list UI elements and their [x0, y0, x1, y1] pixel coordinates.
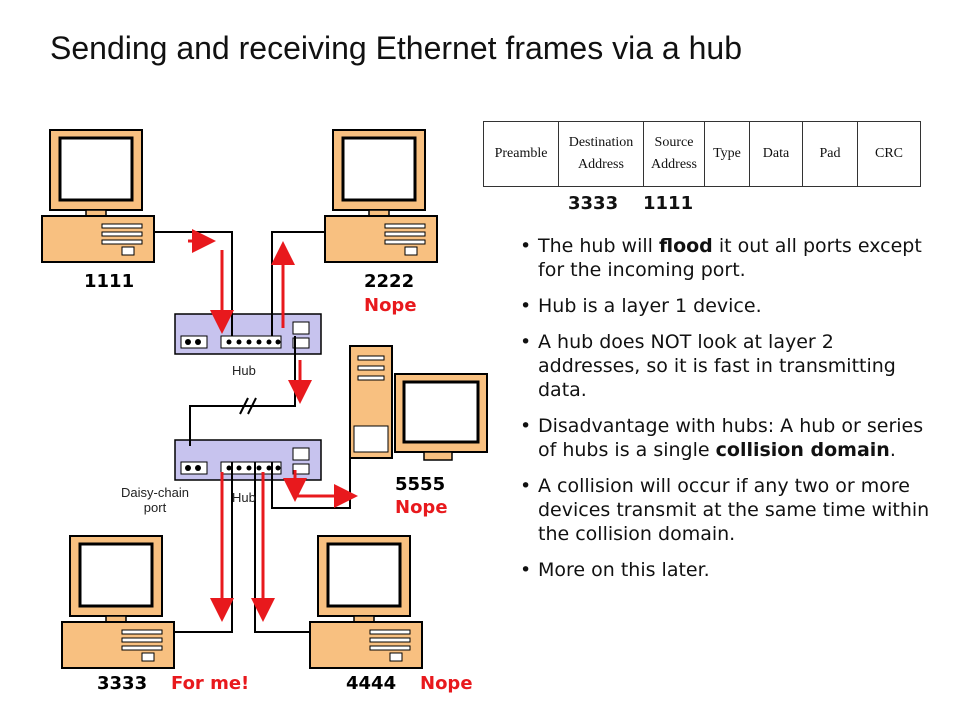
host-status-3333: For me!	[171, 673, 250, 694]
host-address-3333: 3333	[97, 673, 148, 694]
computer-3333	[60, 534, 176, 670]
computer-2222	[323, 128, 439, 264]
computer-5555	[349, 345, 488, 461]
host-status-4444: Nope	[420, 673, 473, 694]
page-title: Sending and receiving Ethernet frames vi…	[50, 30, 742, 66]
hub-bottom	[174, 439, 322, 481]
frame-source-value: 1111	[643, 193, 694, 214]
frame-field-type: Type	[705, 122, 750, 186]
hub-top-label: Hub	[232, 363, 256, 378]
frame-field-data: Data	[750, 122, 803, 186]
host-address-5555: 5555	[395, 474, 446, 495]
frame-field-crc: CRC	[874, 146, 903, 161]
bullet-item: Hub is a layer 1 device.	[520, 294, 936, 318]
host-status-5555: Nope	[395, 497, 448, 518]
host-address-1111: 1111	[84, 271, 135, 292]
cables	[155, 231, 351, 633]
host-address-4444: 4444	[346, 673, 397, 694]
explanation-bullets: The hub will flood it out all ports exce…	[520, 234, 936, 594]
frame-flow-arrows	[188, 229, 358, 622]
bullet-item: The hub will flood it out all ports exce…	[520, 234, 936, 282]
frame-field-pad: Pad	[803, 122, 858, 186]
bullet-item: More on this later.	[520, 558, 936, 582]
bullet-item: A hub does NOT look at layer 2 addresses…	[520, 330, 936, 402]
bullet-item: A collision will occur if any two or mor…	[520, 474, 936, 546]
host-status-2222: Nope	[364, 295, 417, 316]
frame-field-preamble: Preamble	[484, 122, 559, 186]
bullet-item: Disadvantage with hubs: A hub or series …	[520, 414, 936, 462]
cable-break-icon	[239, 397, 257, 415]
computer-4444	[308, 534, 424, 670]
computer-1111	[40, 128, 156, 264]
hub-bottom-label: Hub	[232, 490, 256, 505]
frame-destination-value: 3333	[568, 193, 619, 214]
host-address-2222: 2222	[364, 271, 415, 292]
hub-top	[174, 313, 322, 355]
